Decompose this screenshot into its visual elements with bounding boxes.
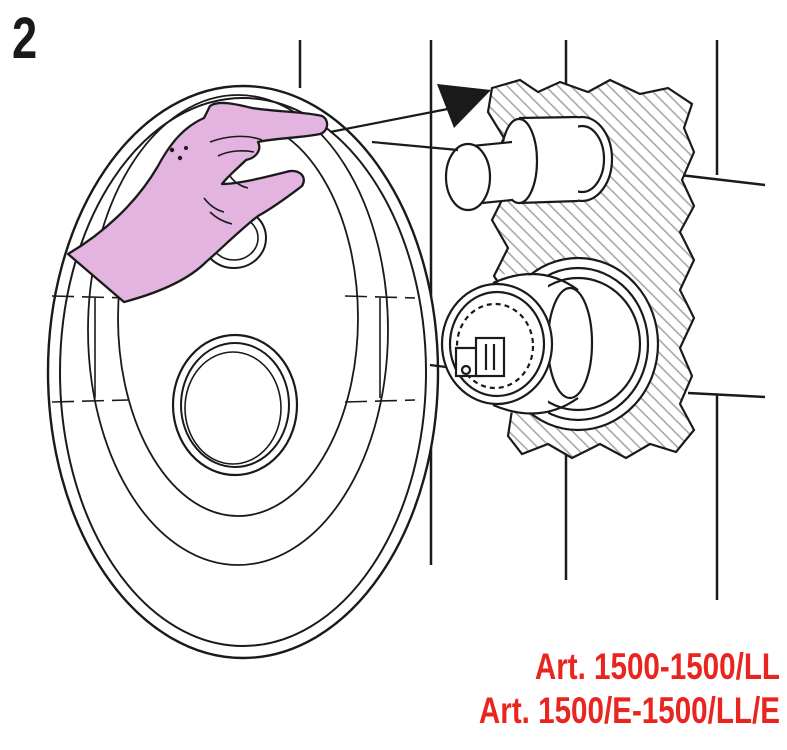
alignment-line-middle [371, 140, 459, 152]
cover-opening-inner [180, 342, 290, 468]
alignment-lines [329, 105, 459, 369]
article-line-2: Art. 1500/E-1500/LL/E [478, 690, 780, 731]
hand-icon [66, 101, 329, 304]
spindle-block [474, 336, 506, 378]
alignment-line-top [329, 105, 459, 134]
spindle-screw [460, 364, 472, 376]
pipe-cap [444, 142, 492, 212]
step-number: 2 [12, 6, 38, 71]
cover-plate-step-1 [87, 94, 389, 566]
wall-lines [298, 40, 766, 600]
cover-opening-outer [171, 333, 299, 477]
arrow-right-icon [437, 84, 491, 128]
alignment-line-lower [429, 363, 447, 369]
article-numbers: Art. 1500-1500/LL Art. 1500/E-1500/LL/E [476, 645, 780, 733]
wall-horizontal-2 [687, 391, 766, 399]
cover-plate [46, 84, 440, 660]
cover-opening-recess [184, 351, 282, 465]
valve-cartridge [440, 256, 660, 432]
cover-plate-rim [59, 97, 427, 647]
cartridge-spline [455, 302, 535, 390]
article-line-1: Art. 1500-1500/LL [534, 646, 780, 687]
wall-horizontal-1 [679, 173, 766, 187]
pipe-connector [444, 115, 614, 212]
